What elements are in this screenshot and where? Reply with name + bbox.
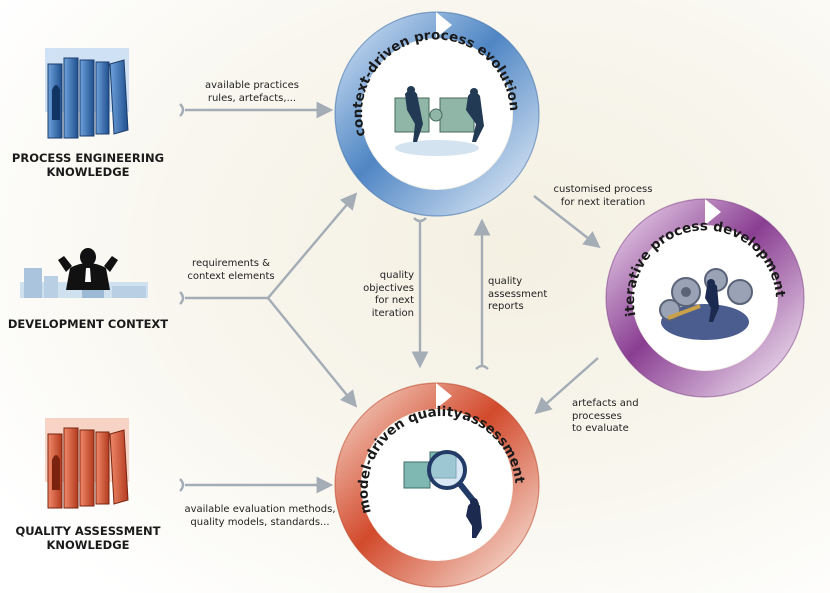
objectives-line-3: for next (374, 295, 414, 306)
objectives-line-1: quality (379, 270, 414, 281)
artefacts-line-1: artefacts and (572, 398, 639, 409)
process-engineering-books-icon (45, 48, 129, 139)
evaluation-line-1: available evaluation methods, (184, 504, 336, 515)
practices-line-2: rules, artefacts,... (207, 92, 297, 104)
quality-assessment-cycle: model-driven qualityassessment (334, 382, 540, 588)
evaluation-line-2: quality models, standards... (190, 516, 330, 528)
customised-label: customised process for next iteration (548, 184, 658, 209)
development-context-line-1: DEVELOPMENT CONTEXT (7, 317, 169, 331)
objectives-line-2: objectives (363, 282, 414, 294)
arrow-artefacts (534, 357, 599, 415)
requirements-label: requirements & context elements (176, 258, 286, 283)
customised-line-1: customised process (553, 184, 653, 195)
quality-assessment-knowledge-label: QUALITY ASSESSMENT KNOWLEDGE (8, 524, 168, 552)
evaluation-label: available evaluation methods, quality mo… (180, 504, 340, 529)
objectives-line-4: iteration (371, 307, 414, 319)
reports-label: quality assessment reports (488, 276, 568, 314)
customised-line-2: for next iteration (560, 196, 646, 208)
process-development-cycle: iterative process development (605, 198, 805, 398)
development-context-businessman-icon (20, 248, 148, 298)
requirements-line-1: requirements & (192, 258, 270, 269)
practices-line-1: available practices (205, 80, 299, 91)
artefacts-line-3: to evaluate (572, 423, 629, 434)
process-engineering-line-1: PROCESS ENGINEERING (11, 151, 165, 165)
magnifier-puzzle-icon (403, 450, 482, 538)
process-evolution-cycle: context-driven process evolution (334, 11, 540, 217)
process-engineering-line-2: KNOWLEDGE (46, 165, 130, 179)
practices-label: available practices rules, artefacts,... (192, 80, 312, 105)
quality-assessment-line-2: KNOWLEDGE (46, 538, 130, 552)
process-engineering-label: PROCESS ENGINEERING KNOWLEDGE (8, 151, 168, 179)
artefacts-label: artefacts and processes to evaluate (572, 398, 662, 436)
reports-line-2: assessment (488, 288, 548, 300)
quality-assessment-books-icon (45, 418, 129, 509)
gears-person-icon (659, 268, 753, 340)
requirements-line-2: context elements (187, 270, 275, 282)
development-context-label: DEVELOPMENT CONTEXT (4, 317, 172, 331)
artefacts-line-2: processes (572, 410, 622, 422)
puzzle-people-icon (394, 86, 484, 156)
reports-line-3: reports (488, 301, 524, 312)
objectives-label: quality objectives for next iteration (334, 270, 414, 320)
flow-arrows (179, 101, 601, 494)
arrow-requirements-lower (267, 297, 358, 408)
arrow-customised (533, 195, 601, 249)
quality-assessment-line-1: QUALITY ASSESSMENT (15, 524, 161, 538)
reports-line-1: quality (488, 276, 523, 287)
